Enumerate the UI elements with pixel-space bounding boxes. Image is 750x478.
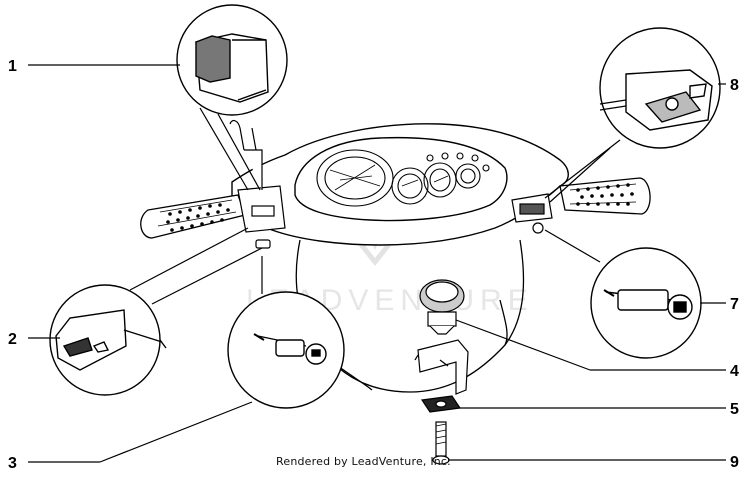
callout-1: 1: [8, 58, 17, 75]
bolt: [432, 421, 450, 465]
detail-circle-2: [49, 284, 167, 396]
instrument-cluster: [316, 149, 490, 207]
horn-bracket: [417, 339, 469, 395]
right-grip: [559, 177, 651, 215]
detail-circle-7: [590, 247, 702, 359]
left-switch-housing: [229, 119, 286, 249]
callout-3: 3: [8, 455, 17, 472]
callout-5: 5: [730, 401, 739, 418]
detail-circle-1: [176, 4, 288, 116]
callout-4: 4: [730, 363, 739, 380]
callout-9: 9: [730, 454, 739, 471]
callout-2: 2: [8, 331, 17, 348]
detail-circle-3: [227, 291, 345, 409]
leader-lines: [28, 64, 726, 463]
callout-7: 7: [730, 296, 739, 313]
detail-circle-8: [599, 27, 721, 149]
render-credit: Rendered by LeadVenture, Inc.: [276, 455, 451, 468]
washer: [420, 395, 462, 413]
horn: [419, 279, 465, 335]
left-grip: [140, 194, 246, 239]
right-switch-housing: [511, 193, 553, 234]
callout-8: 8: [730, 77, 739, 94]
